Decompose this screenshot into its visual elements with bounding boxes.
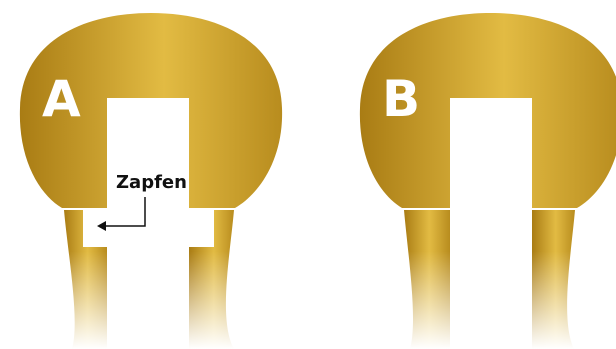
panel-b-right-leg xyxy=(532,210,575,349)
zapfen-callout-label: Zapfen xyxy=(116,172,187,193)
panel-a-right-leg xyxy=(189,210,234,349)
panel-a xyxy=(19,13,283,349)
panel-b xyxy=(359,13,616,349)
panel-b-label: B xyxy=(382,70,421,128)
panel-a-left-leg xyxy=(64,210,107,349)
panel-a-label: A xyxy=(42,70,81,128)
panel-b-left-leg xyxy=(404,210,450,349)
panel-b-head xyxy=(359,13,616,208)
callout-arrow xyxy=(97,197,146,231)
panel-a-head xyxy=(19,13,283,208)
panel-a-joint-line xyxy=(60,208,238,247)
